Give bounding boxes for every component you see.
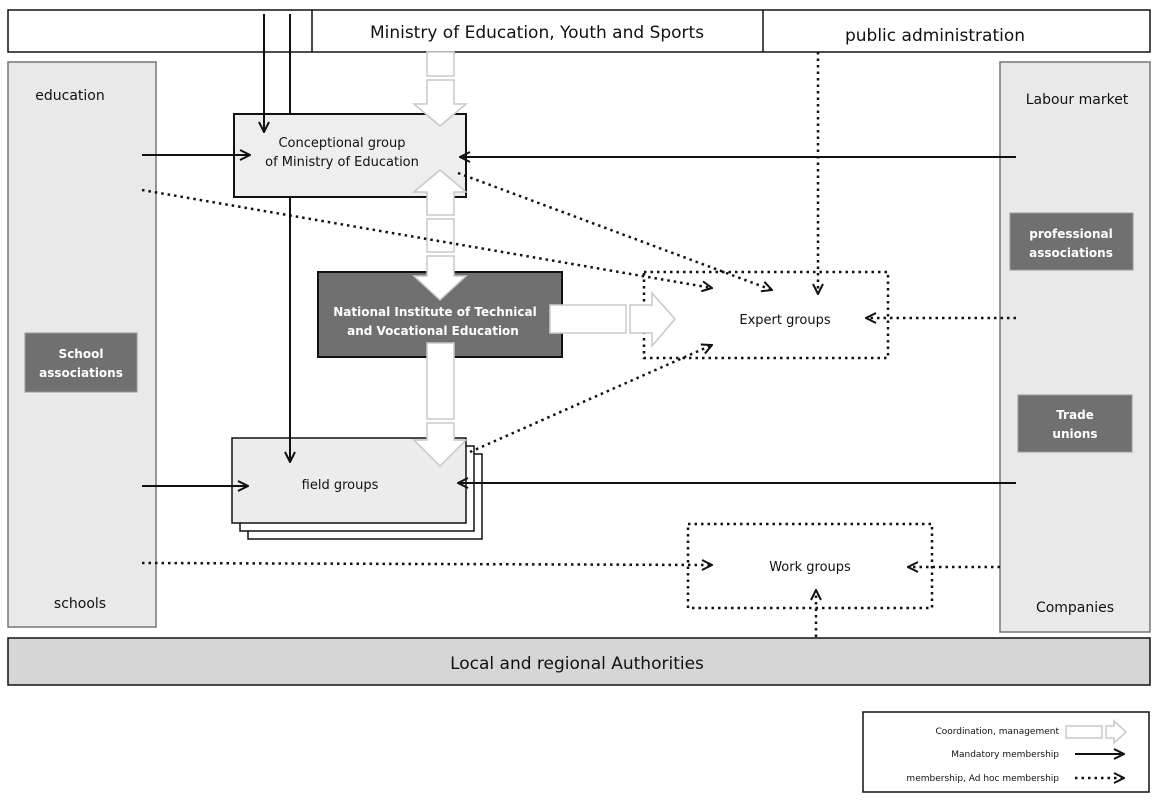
mandatory-arrows — [142, 14, 1016, 486]
conceptional-line2: of Ministry of Education — [265, 155, 419, 170]
legend: Coordination, management Mandatory membe… — [862, 711, 1150, 793]
authorities-bar: Local and regional Authorities — [7, 637, 1151, 686]
trade-unions-line1: Trade — [1056, 408, 1094, 422]
authorities-label: Local and regional Authorities — [450, 654, 704, 674]
work-groups-label: Work groups — [769, 560, 851, 575]
labour-market-label: Labour market — [1026, 92, 1129, 108]
schools-label: schools — [54, 596, 106, 612]
expert-groups-label: Expert groups — [739, 313, 830, 328]
work-groups-box: Work groups — [686, 522, 934, 610]
legend-coordination: Coordination, management — [935, 727, 1059, 737]
school-associations-line2: associations — [39, 366, 123, 380]
education-label: education — [35, 88, 104, 104]
professional-associations-line2: associations — [1029, 246, 1113, 260]
top-bar: Ministry of Education, Youth and Sports … — [7, 9, 1151, 53]
coordination-arrows — [411, 51, 676, 468]
expert-groups-box: Expert groups — [642, 270, 890, 360]
trade-unions-line2: unions — [1052, 427, 1097, 441]
adhoc-arrows — [141, 52, 1016, 650]
labour-market-panel: Labour market Companies professional ass… — [999, 61, 1151, 633]
education-panel: education schools School associations — [7, 61, 157, 628]
school-associations-line1: School — [59, 347, 104, 361]
professional-associations-line1: professional — [1029, 227, 1113, 241]
conceptional-line1: Conceptional group — [278, 136, 405, 151]
legend-adhoc: membership, Ad hoc membership — [906, 774, 1059, 784]
public-administration-label: public administration — [845, 26, 1025, 46]
national-institute-line1: National Institute of Technical — [333, 305, 537, 319]
field-groups-label: field groups — [302, 478, 379, 493]
ministry-label: Ministry of Education, Youth and Sports — [370, 23, 704, 43]
national-institute-line2: and Vocational Education — [347, 324, 519, 338]
legend-mandatory: Mandatory membership — [951, 750, 1059, 760]
companies-label: Companies — [1036, 600, 1114, 616]
